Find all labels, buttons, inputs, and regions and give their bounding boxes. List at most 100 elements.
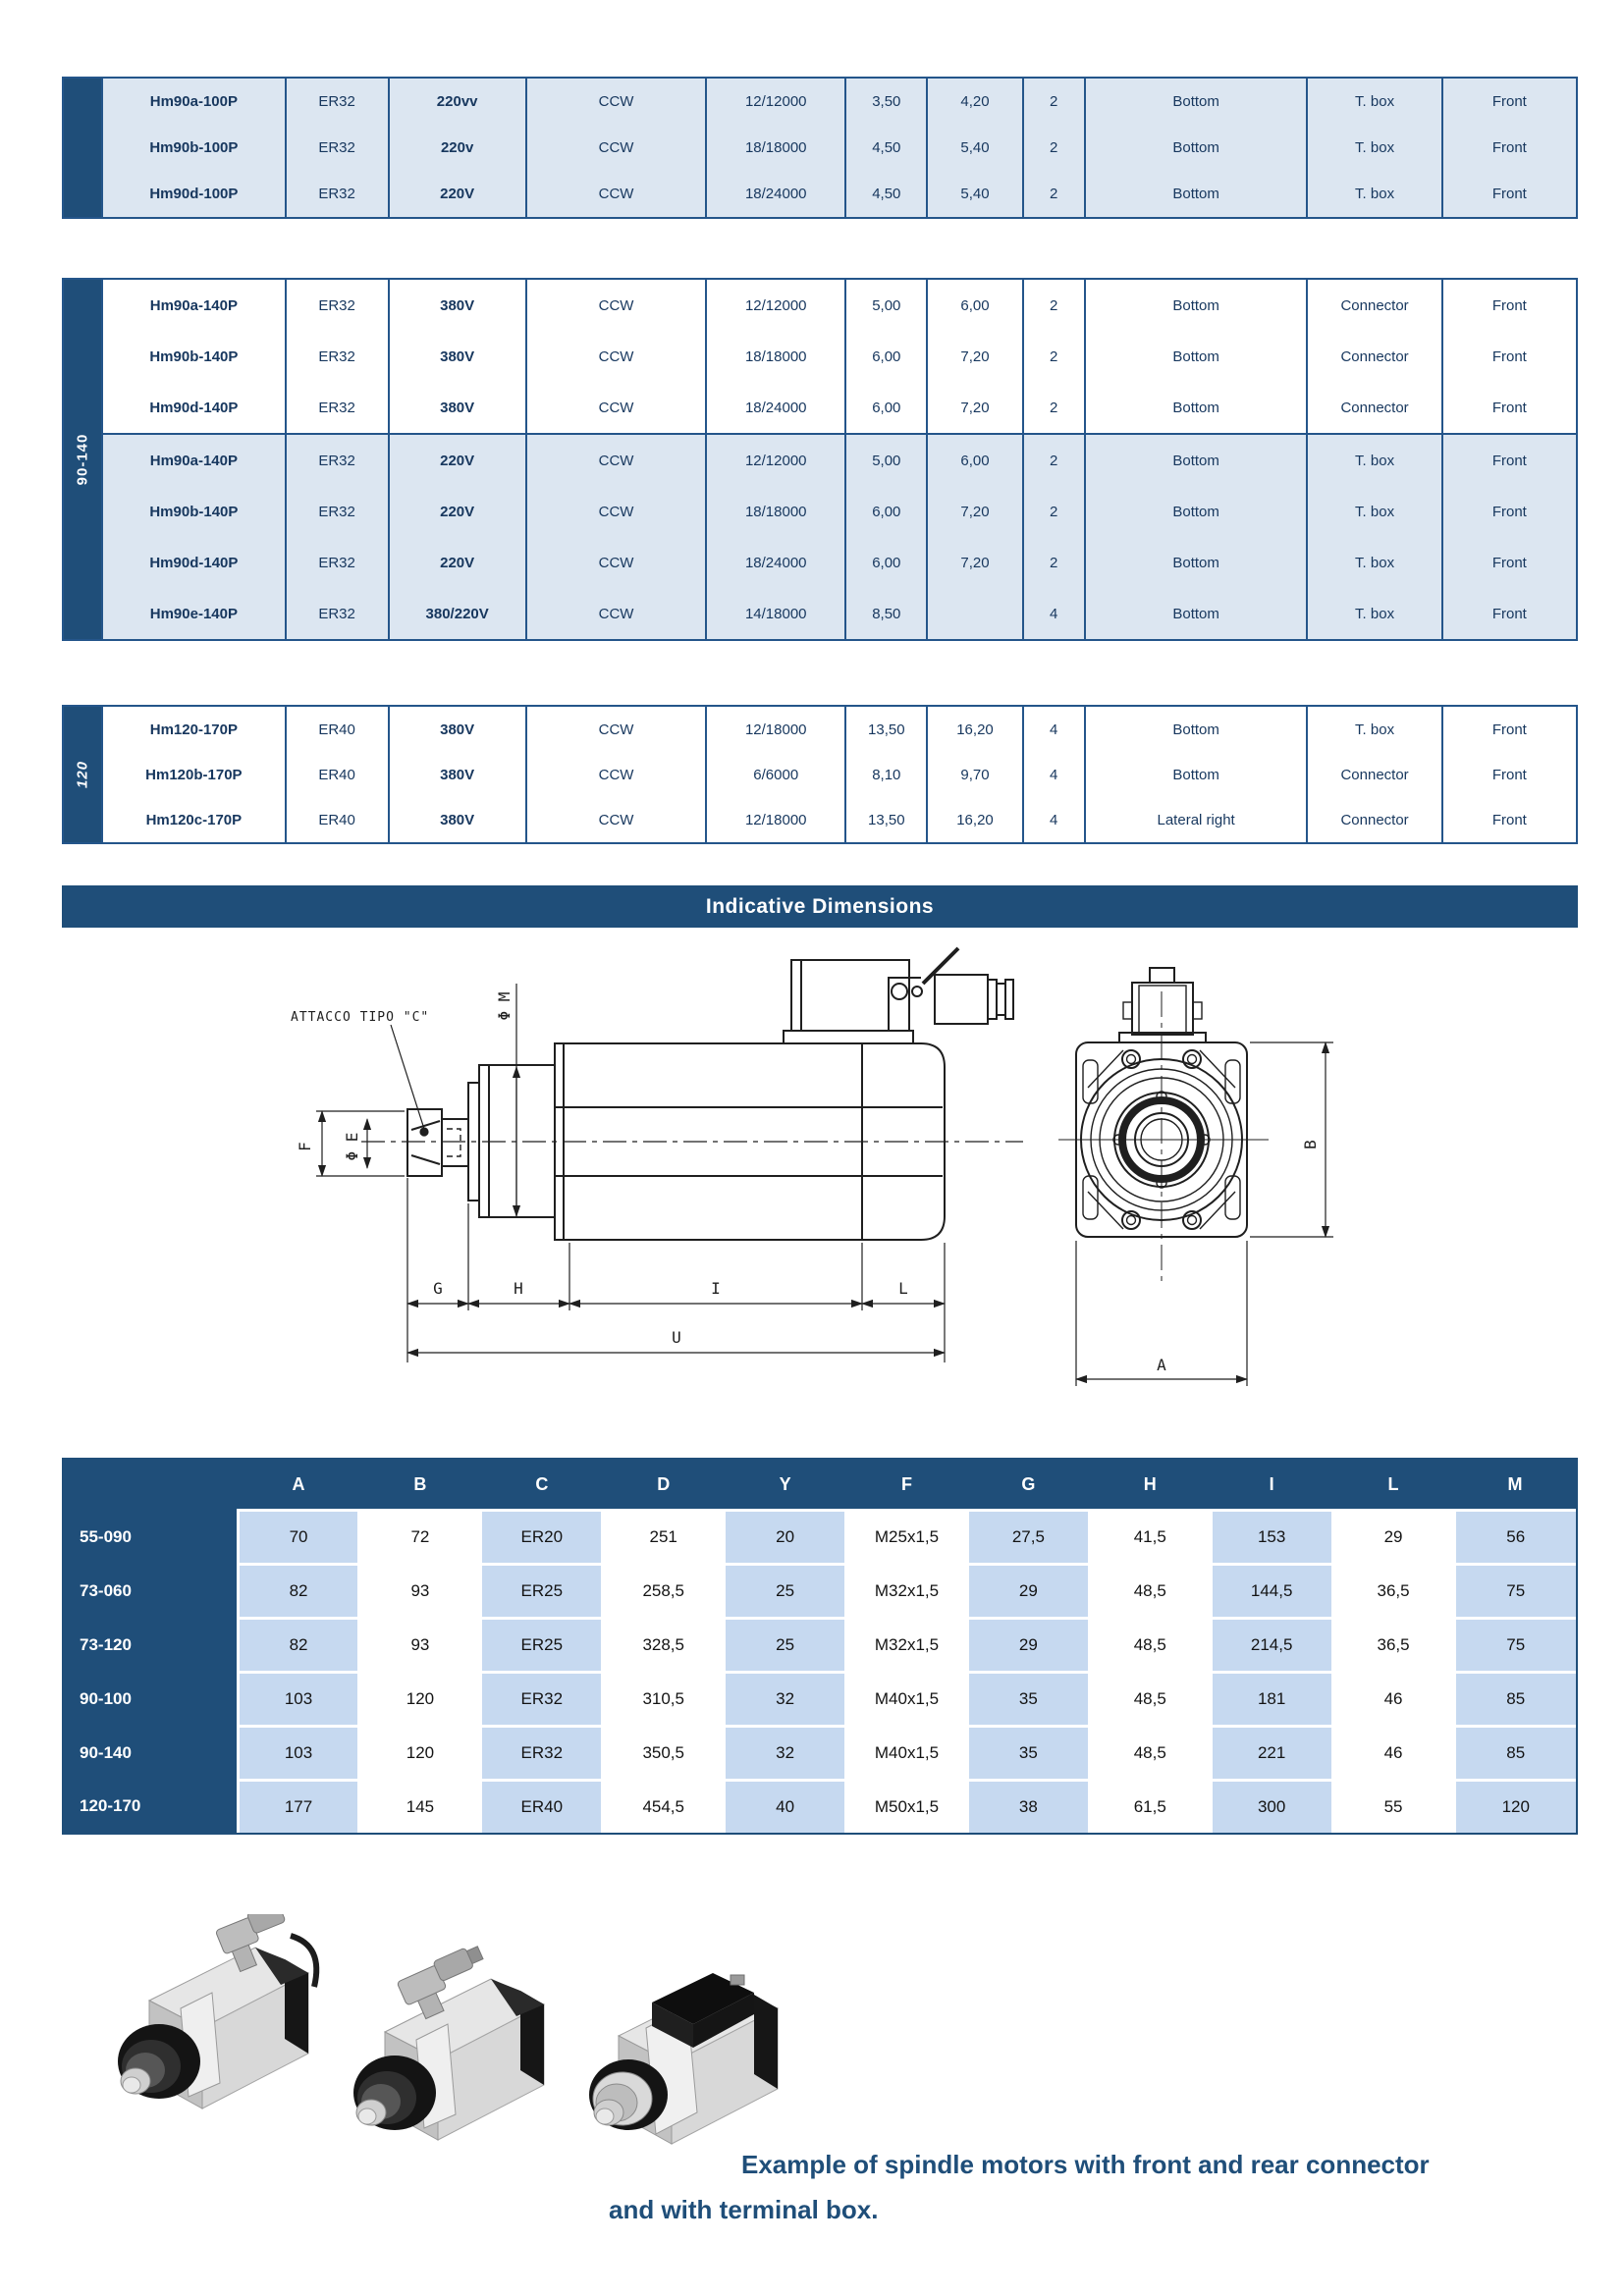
spec-cell: ER40 bbox=[284, 797, 389, 843]
spec-cell: 16,20 bbox=[926, 797, 1023, 843]
spec-cell: Bottom bbox=[1083, 78, 1308, 125]
spec-cell: T. box bbox=[1306, 78, 1442, 125]
spec-cell: Connector bbox=[1306, 797, 1442, 843]
spec-cell: CCW bbox=[524, 125, 707, 171]
spec-cell: 4 bbox=[1021, 752, 1085, 797]
dim-col-header: G bbox=[967, 1460, 1090, 1511]
spindle-motor-photo-front-connector bbox=[353, 1946, 546, 2141]
spec-cell: CCW bbox=[524, 433, 707, 486]
spec-cell: T. box bbox=[1306, 433, 1442, 486]
dim-corner-cell bbox=[64, 1460, 239, 1511]
spec-cell: Bottom bbox=[1083, 125, 1308, 171]
spec-cell: 8,50 bbox=[844, 588, 928, 640]
spec-cell: 6,00 bbox=[926, 433, 1023, 486]
dim-cell: 48,5 bbox=[1087, 1671, 1212, 1727]
dim-cell: 300 bbox=[1209, 1779, 1333, 1833]
spec-cell: Hm120-170P bbox=[101, 706, 286, 752]
dim-cell: 85 bbox=[1452, 1671, 1576, 1727]
spec-cell: Front bbox=[1440, 588, 1577, 640]
spec-cell: 18/24000 bbox=[705, 537, 846, 588]
dim-cell: 29 bbox=[965, 1563, 1090, 1619]
spec-cell: T. box bbox=[1306, 588, 1442, 640]
spec-cell: 5,00 bbox=[844, 433, 928, 486]
spec-cell: Connector bbox=[1306, 752, 1442, 797]
dim-cell: 48,5 bbox=[1087, 1725, 1212, 1781]
spec-cell: CCW bbox=[524, 752, 707, 797]
spec-cell: 7,20 bbox=[926, 382, 1023, 434]
spec-cell: 12/18000 bbox=[705, 706, 846, 752]
spec-cell: Connector bbox=[1306, 382, 1442, 434]
dim-cell: 20 bbox=[723, 1509, 846, 1565]
spec-cell: T. box bbox=[1306, 706, 1442, 752]
spec-cell: T. box bbox=[1306, 171, 1442, 218]
spec-cell: Bottom bbox=[1083, 706, 1308, 752]
dim-cell: 120 bbox=[357, 1671, 481, 1727]
dim-cell: 454,5 bbox=[601, 1779, 725, 1833]
spec-cell: Bottom bbox=[1083, 382, 1308, 434]
dim-cell: 120 bbox=[357, 1725, 481, 1781]
spec-cell: Bottom bbox=[1083, 331, 1308, 382]
dim-cell: 29 bbox=[1330, 1509, 1454, 1565]
dim-cell: 251 bbox=[601, 1509, 725, 1565]
dim-cell: 41,5 bbox=[1087, 1509, 1212, 1565]
dim-cell: 120 bbox=[1452, 1779, 1576, 1833]
dim-cell: 38 bbox=[965, 1779, 1090, 1833]
spec-side-label: 90-140 bbox=[74, 433, 91, 486]
dim-cell: 75 bbox=[1452, 1563, 1576, 1619]
dim-cell: 46 bbox=[1330, 1671, 1454, 1727]
dim-cell: 221 bbox=[1209, 1725, 1333, 1781]
spec-cell: 6,00 bbox=[844, 486, 928, 537]
spec-cell: 13,50 bbox=[844, 797, 928, 843]
spec-cell: 380V bbox=[387, 752, 526, 797]
dim-cell: 25 bbox=[723, 1617, 846, 1673]
dim-cell: M32x1,5 bbox=[844, 1563, 968, 1619]
spec-cell: Front bbox=[1440, 382, 1577, 434]
spec-cell: 220v bbox=[387, 125, 526, 171]
side-view bbox=[361, 946, 1023, 1241]
dim-cell: 181 bbox=[1209, 1671, 1333, 1727]
spec-cell: 2 bbox=[1021, 382, 1085, 434]
spec-cell: Bottom bbox=[1083, 171, 1308, 218]
spec-cell: 6/6000 bbox=[705, 752, 846, 797]
spec-cell: 6,00 bbox=[844, 382, 928, 434]
spec-cell: 7,20 bbox=[926, 486, 1023, 537]
dimension-drawing: ATTACCO TIPO "C" Φ M F Φ E G H I L U B A bbox=[291, 946, 1333, 1386]
dim-cell: ER25 bbox=[479, 1617, 603, 1673]
spec-cell: 380V bbox=[387, 331, 526, 382]
front-view bbox=[1058, 967, 1269, 1281]
i-dim-label: I bbox=[711, 1279, 721, 1298]
spec-cell: ER32 bbox=[284, 125, 389, 171]
spec-cell: Hm120b-170P bbox=[101, 752, 286, 797]
dim-cell: 48,5 bbox=[1087, 1563, 1212, 1619]
spec-cell: 380/220V bbox=[387, 588, 526, 640]
b-dim-label: B bbox=[1301, 1140, 1320, 1149]
dim-cell: 32 bbox=[723, 1725, 846, 1781]
dim-cell: 103 bbox=[236, 1725, 359, 1781]
spec-cell: CCW bbox=[524, 797, 707, 843]
spec-cell: 4,20 bbox=[926, 78, 1023, 125]
spec-cell: CCW bbox=[524, 279, 707, 331]
spec-cell: ER32 bbox=[284, 537, 389, 588]
section-title: Indicative Dimensions bbox=[62, 885, 1578, 928]
spec-cell: 380V bbox=[387, 279, 526, 331]
spec-cell: ER32 bbox=[284, 486, 389, 537]
caption: Example of spindle motors with front and… bbox=[609, 2142, 1434, 2232]
spec-cell: 4,50 bbox=[844, 171, 928, 218]
spec-cell: 220V bbox=[387, 433, 526, 486]
spec-cell: Front bbox=[1440, 125, 1577, 171]
spec-cell: ER40 bbox=[284, 752, 389, 797]
spec-cell: ER32 bbox=[284, 279, 389, 331]
spec-cell: 2 bbox=[1021, 331, 1085, 382]
